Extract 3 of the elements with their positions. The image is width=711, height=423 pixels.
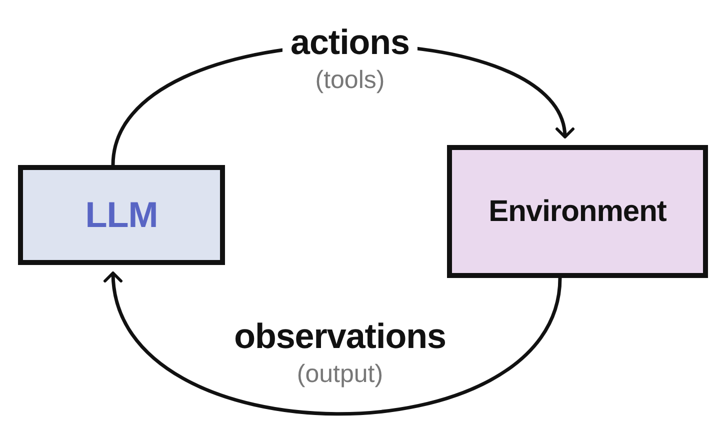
process-box: Environment xyxy=(447,145,708,278)
curved-arrow xyxy=(105,272,562,416)
process-box: LLM xyxy=(18,165,225,265)
